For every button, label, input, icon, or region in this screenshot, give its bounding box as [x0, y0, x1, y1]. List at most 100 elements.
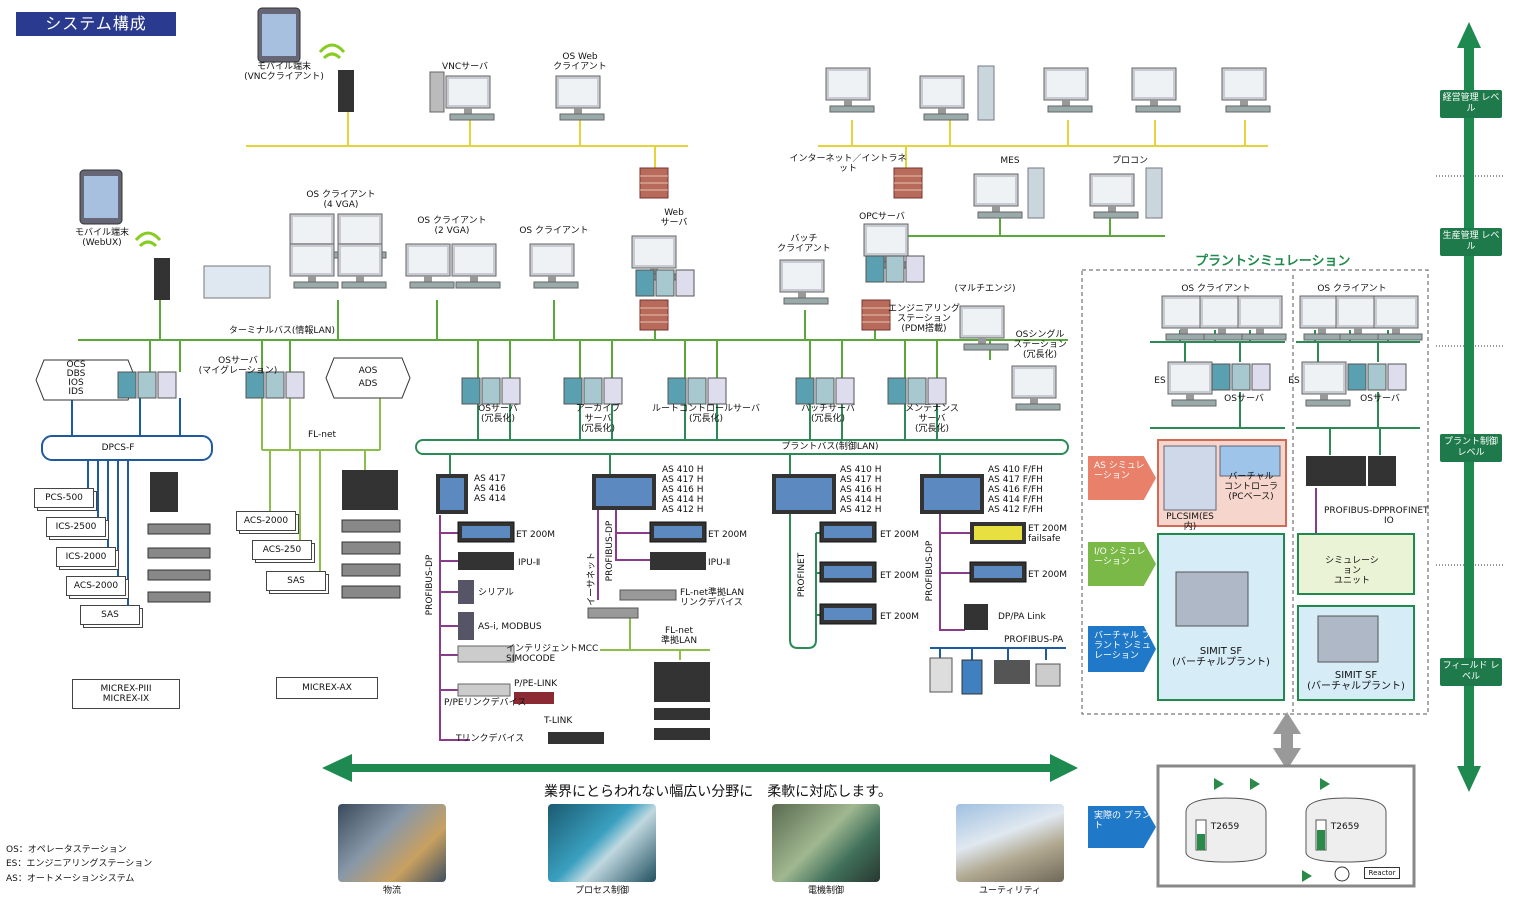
sim-unit-panel	[1297, 533, 1415, 595]
sim-unit-label: シミュレーション ユニット	[1325, 556, 1379, 586]
plant-sim-title: プラントシミュレーション	[1195, 254, 1351, 269]
vnc-server-label: VNCサーバ	[441, 62, 489, 72]
wide-arrow	[322, 754, 1078, 782]
et200m-label-1: ET 200M	[516, 530, 555, 540]
terminal-bus	[78, 218, 1165, 378]
serial-label: シリアル	[478, 588, 514, 598]
level-management: 経営管理 レベル	[1440, 90, 1502, 118]
info-lan	[246, 110, 1268, 172]
et200m-failsafe-label: ET 200M failsafe	[1028, 524, 1067, 544]
field-instruments	[929, 657, 1061, 695]
hex-aos-label-2: ADS	[358, 379, 378, 389]
ipu-label-2: IPU-Ⅱ	[708, 558, 731, 568]
os-client-2vga-label: OS クライアント (2 VGA)	[417, 216, 487, 236]
mobile-webux-label: モバイル端末 (WebUX)	[74, 228, 129, 248]
simit-label-2: SIMIT SF (バーチャルプラント)	[1307, 670, 1405, 692]
profinet-loop	[789, 500, 820, 649]
controller-1-label: AS 417 AS 416 AS 414	[474, 474, 506, 504]
route-server-label: ルートコントロールサーバ (冗長化)	[652, 404, 760, 424]
io-sim-arrow: I/O シミュレーション	[1088, 542, 1156, 586]
legend-as: AS：オートメーションシステム	[6, 874, 135, 884]
virtual-sim-arrow: バーチャル プラント シミュレーション	[1088, 626, 1156, 672]
sim-os-client-label-2: OS クライアント	[1317, 284, 1387, 294]
ipu-label-1: IPU-Ⅱ	[518, 558, 541, 568]
procon-label: プロコン	[1111, 156, 1148, 166]
profibus-pa-label: PROFIBUS-PA	[1004, 635, 1064, 645]
legend-es: ES：エンジニアリングステーション	[6, 859, 153, 869]
controller-3-label: AS 410 H AS 417 H AS 416 H AS 414 H AS 4…	[840, 465, 882, 515]
engineering-station-label: エンジニアリング ステーション (PDM搭載)	[887, 304, 960, 334]
sim-real-arrow	[1273, 712, 1301, 770]
opc-server-label: OPCサーバ	[859, 212, 905, 222]
os-server-migration-label: OSサーバ (マイグレーション)	[198, 356, 278, 376]
et200m-label-3: ET 200M	[880, 530, 919, 540]
ethernet-label: イーサネット	[587, 552, 597, 606]
fl-lan-label: FL-net 準拠LAN	[660, 626, 698, 646]
controller-4-label: AS 410 F/FH AS 417 F/FH AS 416 F/FH AS 4…	[988, 465, 1043, 515]
photo-utility	[956, 804, 1064, 882]
level-production: 生産管理 レベル	[1440, 228, 1502, 256]
level-arrow	[1457, 22, 1481, 792]
real-plant-arrow: 実際の プラント	[1088, 806, 1156, 848]
plant-bus-drops	[449, 404, 941, 474]
sas-box: SAS	[80, 605, 140, 625]
real-plant-tanks	[1185, 778, 1387, 882]
acs250-box: ACS-250	[252, 540, 312, 560]
photo-label-utility: ユーティリティ	[979, 886, 1041, 896]
dpcs-terminals	[147, 519, 401, 603]
profinet-label: PROFINET	[797, 552, 807, 598]
pcs500-box: PCS-500	[34, 488, 94, 508]
asi-modbus-label: AS-i, MODBUS	[478, 622, 542, 632]
level-field: フィールド レベル	[1440, 658, 1502, 686]
photo-logistics	[338, 804, 446, 882]
os-single-label: OSシングル ステーション (冗長化)	[1013, 330, 1067, 360]
hex-ocs-label-3: IOS	[68, 378, 84, 388]
profibus-dp-label-2: PROFIBUS-DP	[605, 520, 615, 582]
virtual-controller-label: バーチャル コントローラ (PCベース)	[1223, 472, 1278, 502]
profibus-dp-label-1: PROFIBUS-DP	[425, 554, 435, 616]
tank-label-2: T2659	[1330, 822, 1360, 832]
micrex-box-2: MICREX-AX	[276, 677, 378, 699]
hex-ocs-label-2: DBS	[66, 369, 86, 379]
internet-label: インターネット／イントラネット	[789, 154, 907, 174]
banner-text: 業界にとらわれない幅広い分野に 柔軟に対応します。	[544, 784, 892, 800]
workstations	[289, 67, 1423, 411]
acs2000-box-2: ACS-2000	[236, 511, 296, 531]
profibus-dp-label-3: PROFIBUS-DP	[925, 540, 935, 602]
plcsim-label: PLCSIM(ES内)	[1166, 512, 1214, 532]
plant-bus	[415, 439, 1069, 455]
sim-os-client-label-1: OS クライアント	[1181, 284, 1251, 294]
micrex-box-1: MICREX-PIII MICREX-IX	[72, 679, 180, 709]
photo-label-electrical: 電機制御	[807, 886, 844, 896]
mes-label: MES	[1000, 156, 1020, 166]
os-web-client-label: OS Web クライアント	[553, 52, 607, 72]
hex-ocs-label-1: OCS	[66, 360, 86, 370]
mobile-vnc-label: モバイル端末 (VNCクライアント)	[244, 62, 324, 82]
page-title: システム構成	[16, 12, 176, 36]
level-separators	[1436, 175, 1505, 566]
hex-ocs-label-4: IDS	[68, 387, 84, 397]
terminal-bus-label: ターミナルバス(情報LAN)	[228, 326, 336, 336]
photo-label-logistics: 物流	[382, 886, 401, 896]
sim-es-label-1: ES	[1154, 376, 1166, 386]
acs2000-box: ACS-2000	[66, 576, 126, 596]
plant-sim-region	[1081, 269, 1429, 715]
photo-process	[548, 804, 656, 882]
pe-device-label: P/PEリンクデバイス	[444, 698, 527, 708]
web-server-label: Web サーバ	[660, 208, 688, 228]
et200m-label-5: ET 200M	[880, 612, 919, 622]
os-client-4vga-label: OS クライアント (4 VGA)	[306, 190, 376, 210]
t-link-label: T-LINK	[544, 716, 573, 726]
batch-server-label: バッチサーバ (冗長化)	[801, 404, 855, 424]
plant-bus-label: プラントバス(制御LAN)	[781, 442, 879, 452]
hex-aos	[325, 357, 411, 399]
ics2000-box: ICS-2000	[56, 547, 116, 567]
et200m-label-4: ET 200M	[880, 571, 919, 581]
legend-os: OS：オペレータステーション	[6, 845, 127, 855]
controller-2-label: AS 410 H AS 417 H AS 416 H AS 414 H AS 4…	[662, 465, 704, 515]
as-sim-arrow: AS シミュレーション	[1088, 456, 1156, 500]
multi-engi-label: (マルチエンジ)	[954, 284, 1016, 294]
dpcs-label: DPCS-F	[101, 443, 135, 453]
reactor-label: Reactor	[1364, 867, 1400, 879]
